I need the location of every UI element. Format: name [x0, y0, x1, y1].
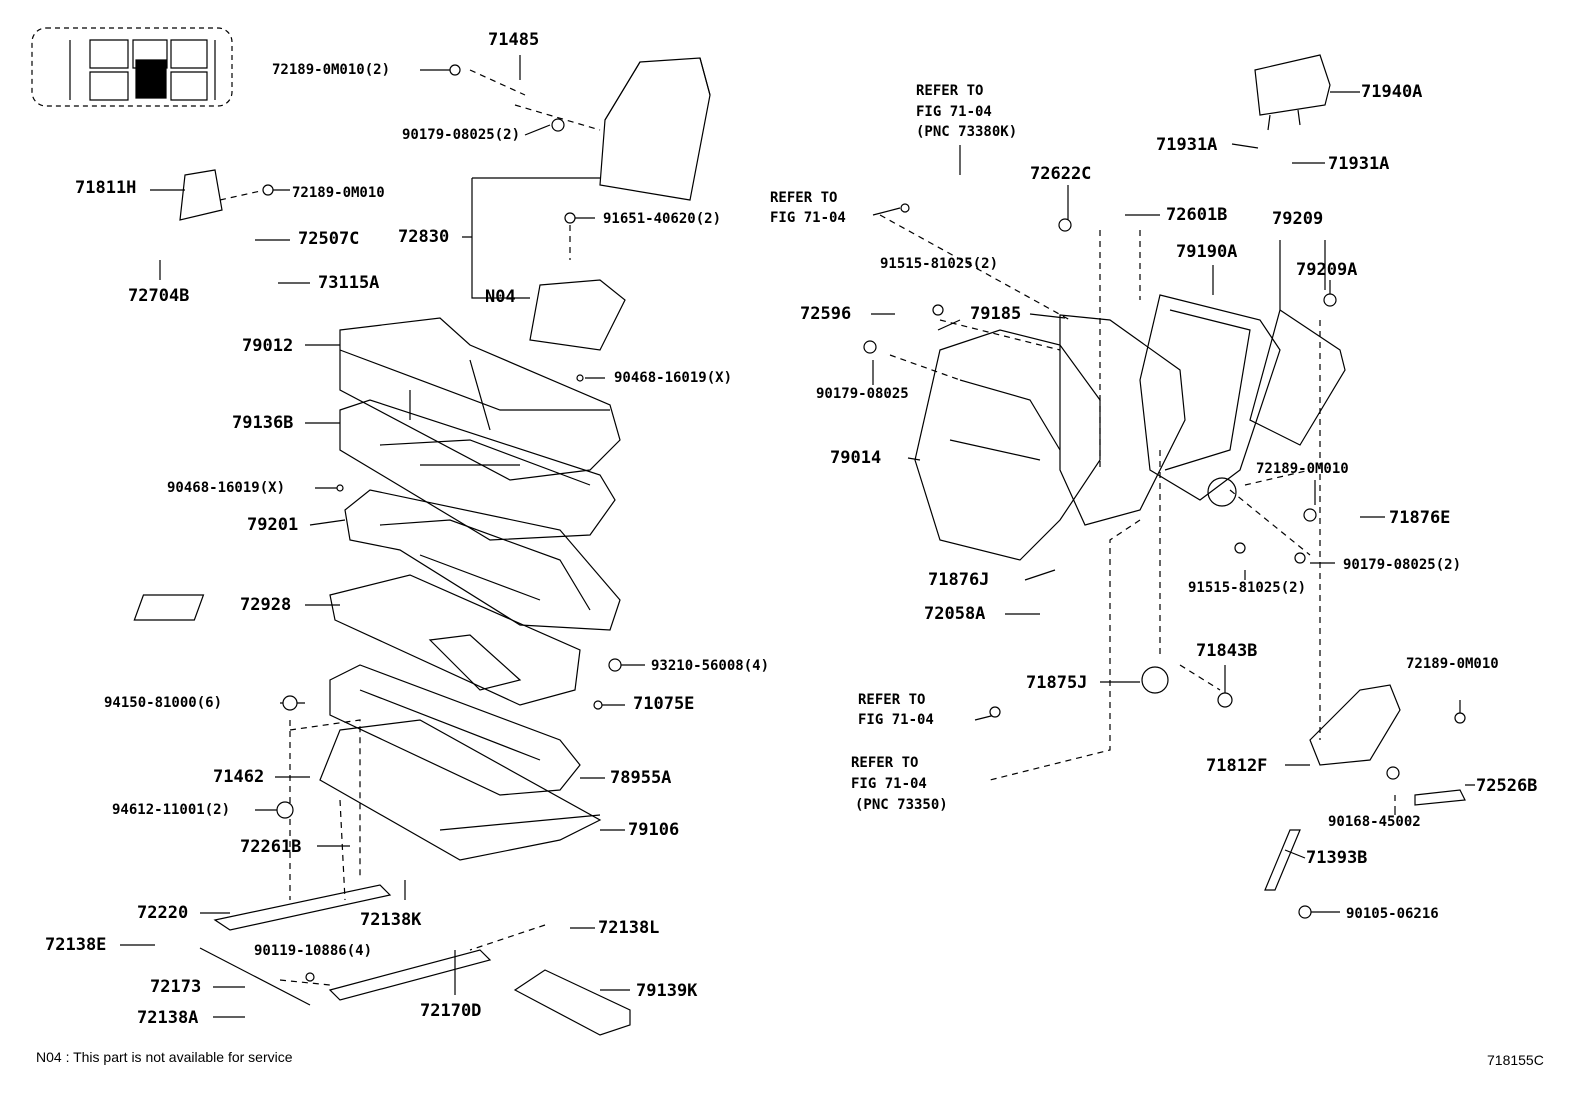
back-board-79209 [1250, 310, 1345, 445]
drawing-number: 718155C [1487, 1052, 1544, 1068]
vehicle-locator-icon [32, 28, 232, 106]
refer-to-label-1: REFER TO [916, 83, 984, 99]
hinge-cover-71811h [180, 170, 222, 220]
label-71393b: 71393B [1306, 848, 1368, 868]
label-90119-10886-4: 90119-10886(4) [254, 943, 373, 959]
cup-holder-n04 [530, 280, 625, 350]
label-71876e: 71876E [1389, 508, 1451, 528]
armrest-72830 [600, 58, 710, 200]
label-90179-08025-2: 90179-08025(2) [402, 127, 521, 143]
label-72928: 72928 [240, 595, 292, 615]
label-72220: 72220 [137, 903, 189, 923]
label-72601b: 72601B [1166, 205, 1228, 225]
label-94150-81000-6: 94150-81000(6) [104, 695, 223, 711]
label-71876j: 71876J [928, 570, 990, 590]
refer-pnc-label-1: (PNC 73380K) [916, 124, 1018, 140]
label-72830: 72830 [398, 227, 450, 247]
label-79012: 79012 [242, 336, 294, 356]
label-79185: 79185 [970, 304, 1022, 324]
label-72189-0m010-lower: 72189-0M010 [1406, 656, 1499, 672]
rails-72220-72170d [200, 885, 490, 1005]
label-90179-08025: 90179-08025 [816, 386, 909, 402]
label-79209a: 79209A [1296, 260, 1358, 280]
label-93210-56008-4: 93210-56008(4) [651, 658, 770, 674]
label-72622c: 72622C [1030, 164, 1092, 184]
label-79139k: 79139K [636, 981, 698, 1001]
label-71875j: 71875J [1026, 673, 1088, 693]
headrest-71940a [1255, 55, 1330, 130]
label-79209: 79209 [1272, 209, 1324, 229]
label-72189-0m010-right: 72189-0M010 [1256, 461, 1349, 477]
highlighted-seat-icon [136, 60, 166, 98]
label-79014: 79014 [830, 448, 882, 468]
label-72173: 72173 [150, 977, 202, 997]
label-90168-45002: 90168-45002 [1328, 814, 1421, 830]
label-72138a: 72138A [137, 1008, 199, 1028]
seat-base-79106 [320, 720, 600, 860]
label-72526b: 72526B [1476, 776, 1538, 796]
label-90468-16019-x: 90468-16019(X) [167, 480, 286, 496]
label-91515-81025-2-top: 91515-81025(2) [880, 256, 999, 272]
label-71075e: 71075E [633, 694, 695, 714]
label-72596: 72596 [800, 304, 852, 324]
refer-pnc-label-4: (PNC 73350) [855, 797, 948, 813]
seatback-pad-79185 [1060, 315, 1185, 525]
leader-lines [120, 55, 1475, 1017]
label-90179-08025-2-right: 90179-08025(2) [1343, 557, 1462, 573]
seat-frame-79201 [345, 490, 620, 630]
label-72704b: 72704B [128, 286, 190, 306]
seat-cushion-79012 [340, 318, 620, 480]
fasteners [263, 65, 1465, 981]
refer-to-label-2: REFER TO [770, 190, 838, 206]
label-90105-06216: 90105-06216 [1346, 906, 1439, 922]
label-71462: 71462 [213, 767, 265, 787]
label-71931a-left: 71931A [1156, 135, 1218, 155]
label-71811h: 71811H [75, 178, 137, 198]
mat-79139k [515, 970, 630, 1035]
label-71931a-right: 71931A [1328, 154, 1390, 174]
label-90468-16019-x-top: 90468-16019(X) [614, 370, 733, 386]
footnote: N04 : This part is not available for ser… [36, 1049, 293, 1065]
seatback-frame-79190a [1140, 295, 1280, 506]
label-72058a: 72058A [924, 604, 986, 624]
label-79136b: 79136B [232, 413, 294, 433]
refer-to-label-3: REFER TO [858, 692, 926, 708]
label-72170d: 72170D [420, 1001, 482, 1021]
hinge-cover-71812f [1310, 685, 1400, 765]
label-73115a: 73115A [318, 273, 380, 293]
label-n04: N04 [485, 287, 516, 307]
refer-fig-label-4: FIG 71-04 [851, 776, 927, 792]
label-79106: 79106 [628, 820, 680, 840]
seat-pan-72928 [134, 575, 580, 705]
label-71485: 71485 [488, 30, 540, 50]
label-72138e: 72138E [45, 935, 107, 955]
label-72138l: 72138L [598, 918, 660, 938]
refer-to-label-4: REFER TO [851, 755, 919, 771]
label-72138k: 72138K [360, 910, 422, 930]
label-79201: 79201 [247, 515, 299, 535]
label-78955a: 78955A [610, 768, 672, 788]
label-72189-0m010: 72189-0M010 [292, 185, 385, 201]
lower-shell-78955a [330, 665, 580, 795]
refer-fig-label-1: FIG 71-04 [916, 104, 992, 120]
label-91515-81025-2: 91515-81025(2) [1188, 580, 1307, 596]
label-72507c: 72507C [298, 229, 360, 249]
label-72261b: 72261B [240, 837, 302, 857]
label-79190a: 79190A [1176, 242, 1238, 262]
label-91651-40620-2: 91651-40620(2) [603, 211, 722, 227]
label-72189-0m010-2: 72189-0M010(2) [272, 62, 391, 78]
knob-72526b [1415, 790, 1465, 805]
label-71940a: 71940A [1361, 82, 1423, 102]
seatback-79014 [915, 330, 1100, 560]
refer-fig-label-3: FIG 71-04 [858, 712, 934, 728]
label-71843b: 71843B [1196, 641, 1258, 661]
cushion-pad-79136b [340, 400, 615, 540]
label-94612-11001-2: 94612-11001(2) [112, 802, 231, 818]
label-71812f: 71812F [1206, 756, 1268, 776]
refer-fig-label-2: FIG 71-04 [770, 210, 846, 226]
strap-71393b [1265, 830, 1300, 890]
